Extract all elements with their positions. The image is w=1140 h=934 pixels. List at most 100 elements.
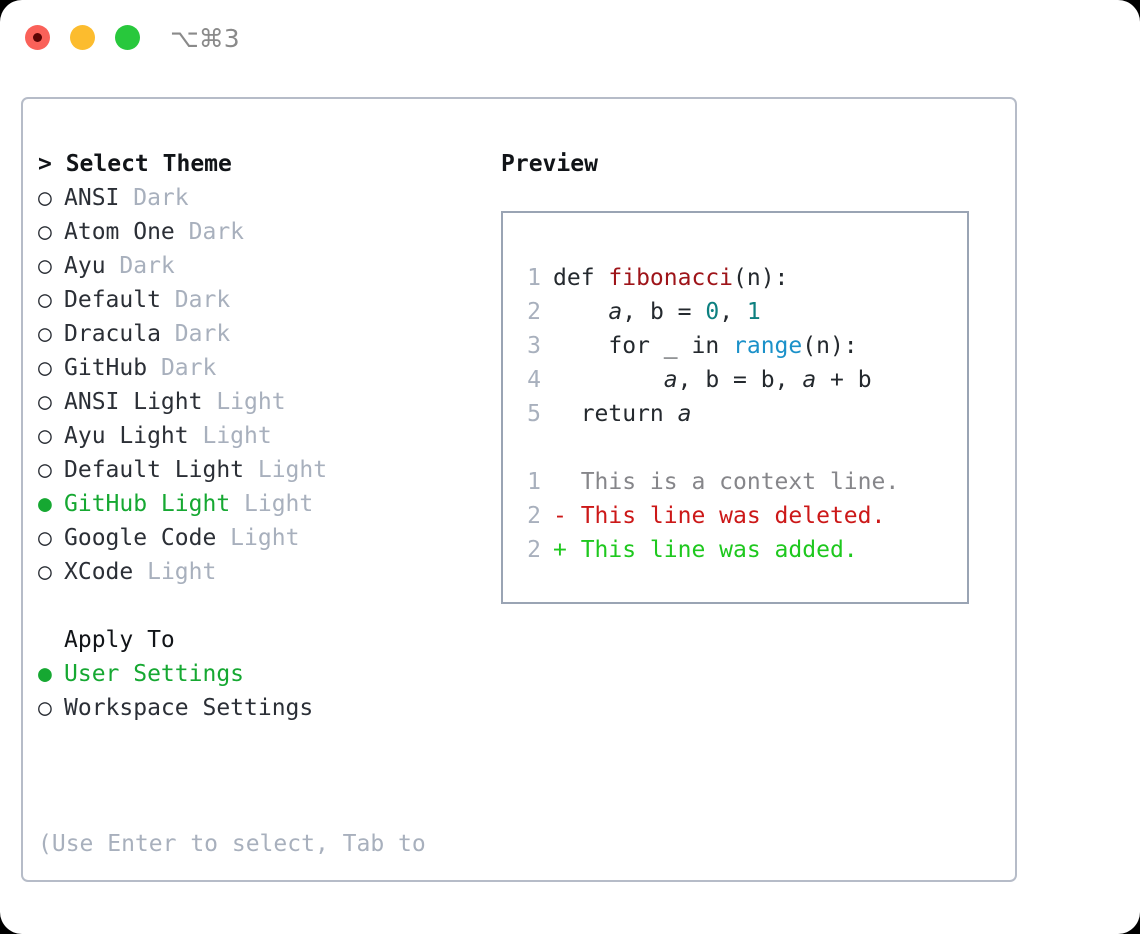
keyboard-hint-line-2: change focus) <box>38 929 448 934</box>
theme-item[interactable]: ●GitHub Light Light <box>38 487 478 521</box>
code-token: b <box>649 299 664 325</box>
apply-to-item-label: User Settings <box>64 661 245 687</box>
code-token <box>553 299 608 325</box>
apply-to-list[interactable]: ● User Settings ○ Workspace Settings <box>38 657 478 725</box>
theme-item[interactable]: ○ANSI Dark <box>38 181 478 215</box>
code-line: 3 for _ in range(n): <box>515 329 899 363</box>
code-token: a <box>677 401 692 427</box>
theme-item-variant: Light <box>188 423 272 449</box>
theme-item[interactable]: ○ Atom One Dark <box>38 215 478 249</box>
code-token: (n): <box>733 265 789 291</box>
code-token: a <box>608 299 623 325</box>
code-line-number: 1 <box>527 265 541 291</box>
theme-item[interactable]: ○Default Dark <box>38 283 478 317</box>
apply-to-item[interactable]: ○ Workspace Settings <box>38 691 478 725</box>
radio-unselected-icon: ○ <box>38 185 52 211</box>
code-line-number: 4 <box>527 367 541 393</box>
theme-item[interactable]: ○ Dracula Dark <box>38 317 478 351</box>
code-token: def <box>553 265 609 291</box>
radio-unselected-icon: ○ <box>38 355 52 381</box>
code-token: a <box>663 367 678 393</box>
radio-unselected-icon: ○ <box>38 525 52 551</box>
main-panel: > Select Theme ○ANSI Dark○Atom One Dark○… <box>21 97 1017 934</box>
theme-item[interactable]: ○GitHub Dark <box>38 351 478 385</box>
keyboard-hint-line-1: (Use Enter to select, Tab to <box>38 831 426 857</box>
code-line-number: 5 <box>527 401 541 427</box>
theme-item-name: Ayu <box>64 253 106 279</box>
theme-item-variant: Dark <box>105 253 175 279</box>
keyboard-shortcut-label: ⌥⌘3 <box>170 24 240 53</box>
code-token: return <box>553 401 678 427</box>
diff-line-text: - This line was deleted. <box>553 503 886 529</box>
theme-item[interactable]: ○XCode Light <box>38 555 478 589</box>
radio-unselected-icon: ○ <box>38 695 52 721</box>
theme-item-name: GitHub <box>64 355 148 381</box>
radio-unselected-icon: ○ <box>38 389 52 415</box>
diff-line-text: This is a context line. <box>553 469 900 495</box>
apply-to-heading: Apply To <box>64 627 175 653</box>
radio-unselected-icon: ○ <box>38 219 52 245</box>
code-token: range <box>733 333 803 359</box>
theme-item-variant: Light <box>216 525 300 551</box>
radio-unselected-icon: ○ <box>38 287 52 313</box>
theme-item[interactable]: ○Ayu Light Light <box>38 419 478 453</box>
theme-item-name: Dracula <box>64 321 161 347</box>
theme-item-variant: Dark <box>160 321 231 347</box>
theme-item[interactable]: ○Ayu Dark <box>38 249 478 283</box>
theme-item-name: Google Code <box>64 525 217 551</box>
radio-selected-icon: ● <box>38 661 52 687</box>
theme-item-variant: Light <box>133 559 217 585</box>
code-token: , <box>774 367 803 393</box>
theme-item-name: Default Light <box>64 457 245 483</box>
theme-item-variant: Dark <box>174 219 245 245</box>
diff-line-number: 1 <box>527 469 541 495</box>
diff-line-text: + This line was added. <box>553 537 858 563</box>
code-line: 4 a, b = b, a + b <box>515 363 899 397</box>
diff-line: 1 This is a context line. <box>515 465 899 499</box>
theme-apply-spacer <box>38 589 478 623</box>
theme-item-variant: Dark <box>160 287 231 313</box>
code-token: fibonacci <box>608 265 734 291</box>
theme-item-name: ANSI Light <box>64 389 203 415</box>
theme-item-variant: Light <box>202 389 286 415</box>
theme-item-name: Ayu Light <box>64 423 189 449</box>
apply-to-item-label: Workspace Settings <box>64 695 314 721</box>
theme-item[interactable]: ○ Google Code Light <box>38 521 478 555</box>
diff-line: 2- This line was deleted. <box>515 499 899 533</box>
apply-to-item[interactable]: ● User Settings <box>38 657 478 691</box>
code-token: , <box>677 367 706 393</box>
code-token: for _ in <box>553 333 734 359</box>
minimize-window-button[interactable] <box>70 25 95 50</box>
maximize-window-button[interactable] <box>115 25 140 50</box>
code-token: b <box>857 367 872 393</box>
theme-item[interactable]: ○Default Light Light <box>38 453 478 487</box>
hint-spacer <box>38 725 478 759</box>
code-token <box>553 367 664 393</box>
theme-item-name: Atom One <box>64 219 175 245</box>
code-line-number: 2 <box>527 299 541 325</box>
keyboard-hint: (Use Enter to select, Tab to change focu… <box>38 759 448 934</box>
title-bar: ⌥⌘3 <box>0 0 1140 78</box>
theme-item-variant: Light <box>244 457 328 483</box>
close-window-button[interactable] <box>25 25 50 50</box>
diff-line-number: 2 <box>527 537 541 563</box>
code-token: + <box>816 367 858 393</box>
theme-picker-column: > Select Theme ○ANSI Dark○Atom One Dark○… <box>38 147 478 934</box>
theme-list[interactable]: ○ANSI Dark○Atom One Dark○Ayu Dark○Defaul… <box>38 181 478 589</box>
code-token: = <box>663 299 706 325</box>
radio-unselected-icon: ○ <box>38 321 52 347</box>
code-line-number: 3 <box>527 333 541 359</box>
select-theme-heading: > Select Theme <box>38 151 232 177</box>
code-token: 0 <box>705 299 720 325</box>
code-line: 5 return a <box>515 397 899 431</box>
preview-heading: Preview <box>501 151 598 177</box>
code-token: (n): <box>802 333 858 359</box>
code-line: 1 def fibonacci(n): <box>515 261 899 295</box>
code-line: 2 a, b = 0, 1 <box>515 295 899 329</box>
theme-item[interactable]: ○ ANSI Light Light <box>38 385 478 419</box>
theme-item-name: ANSI <box>64 185 120 211</box>
